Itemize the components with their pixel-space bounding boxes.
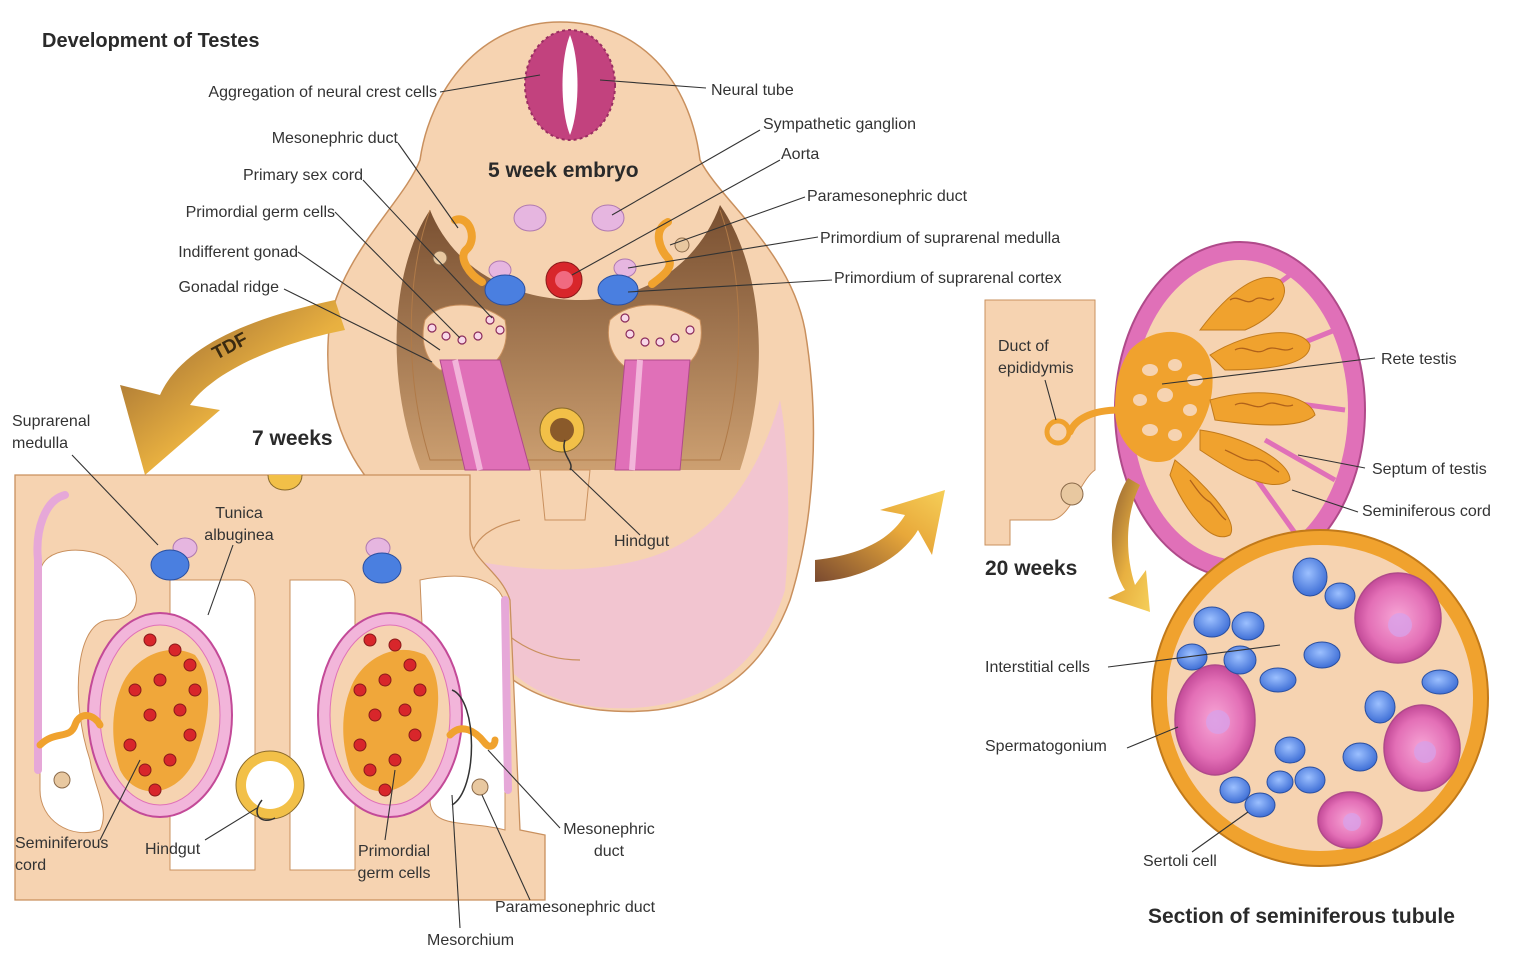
label-mesonephric-duct: Mesonephric duct [272,128,398,150]
seven-weeks-label: 7 weeks [252,427,333,451]
tubule-section-title: Section of seminiferous tubule [1148,905,1455,929]
label-aorta: Aorta [781,144,819,166]
label-rete-testis: Rete testis [1381,349,1457,371]
label-duct-of-epididymis: Duct of epididymis [998,336,1074,379]
label-paramesonephric-duct: Paramesonephric duct [807,186,967,208]
five-week-embryo-label: 5 week embryo [488,159,639,183]
diagram-title: Development of Testes [42,30,259,53]
label-tunica-albuginea: Tunica albuginea [203,503,275,546]
label-interstitial-cells: Interstitial cells [985,657,1090,679]
label-primordial-germ-cells-7wk: Primordial germ cells [346,841,442,884]
label-primordial-germ-cells: Primordial germ cells [186,202,335,224]
middle-arrow [815,490,945,582]
label-primary-sex-cord: Primary sex cord [243,165,363,187]
twenty-weeks-label: 20 weeks [985,557,1077,581]
label-gonadal-ridge: Gonadal ridge [178,277,279,299]
label-paramesonephric-duct-7wk: Paramesonephric duct [495,897,655,919]
label-mesonephric-duct-7wk: Mesonephric duct [560,819,658,862]
label-hindgut-5wk: Hindgut [614,531,669,553]
label-mesorchium: Mesorchium [427,930,514,952]
label-neural-crest: Aggregation of neural crest cells [208,82,437,104]
label-sertoli-cell: Sertoli cell [1143,851,1217,873]
tubule-section [1152,530,1488,866]
label-neural-tube: Neural tube [711,80,794,102]
label-seminiferous-cord-20wk: Seminiferous cord [1362,501,1491,523]
label-suprarenal-cortex-primordium: Primordium of suprarenal cortex [834,268,1062,290]
label-hindgut-7wk: Hindgut [145,839,200,861]
label-suprarenal-medulla: Suprarenal medulla [12,411,90,454]
label-seminiferous-cord-7wk: Seminiferous cord [15,833,108,876]
label-spermatogonium: Spermatogonium [985,736,1107,758]
label-indifferent-gonad: Indifferent gonad [178,242,298,264]
label-suprarenal-medulla-primordium: Primordium of suprarenal medulla [820,228,1060,250]
label-sympathetic-ganglion: Sympathetic ganglion [763,114,916,136]
label-septum-of-testis: Septum of testis [1372,459,1487,481]
